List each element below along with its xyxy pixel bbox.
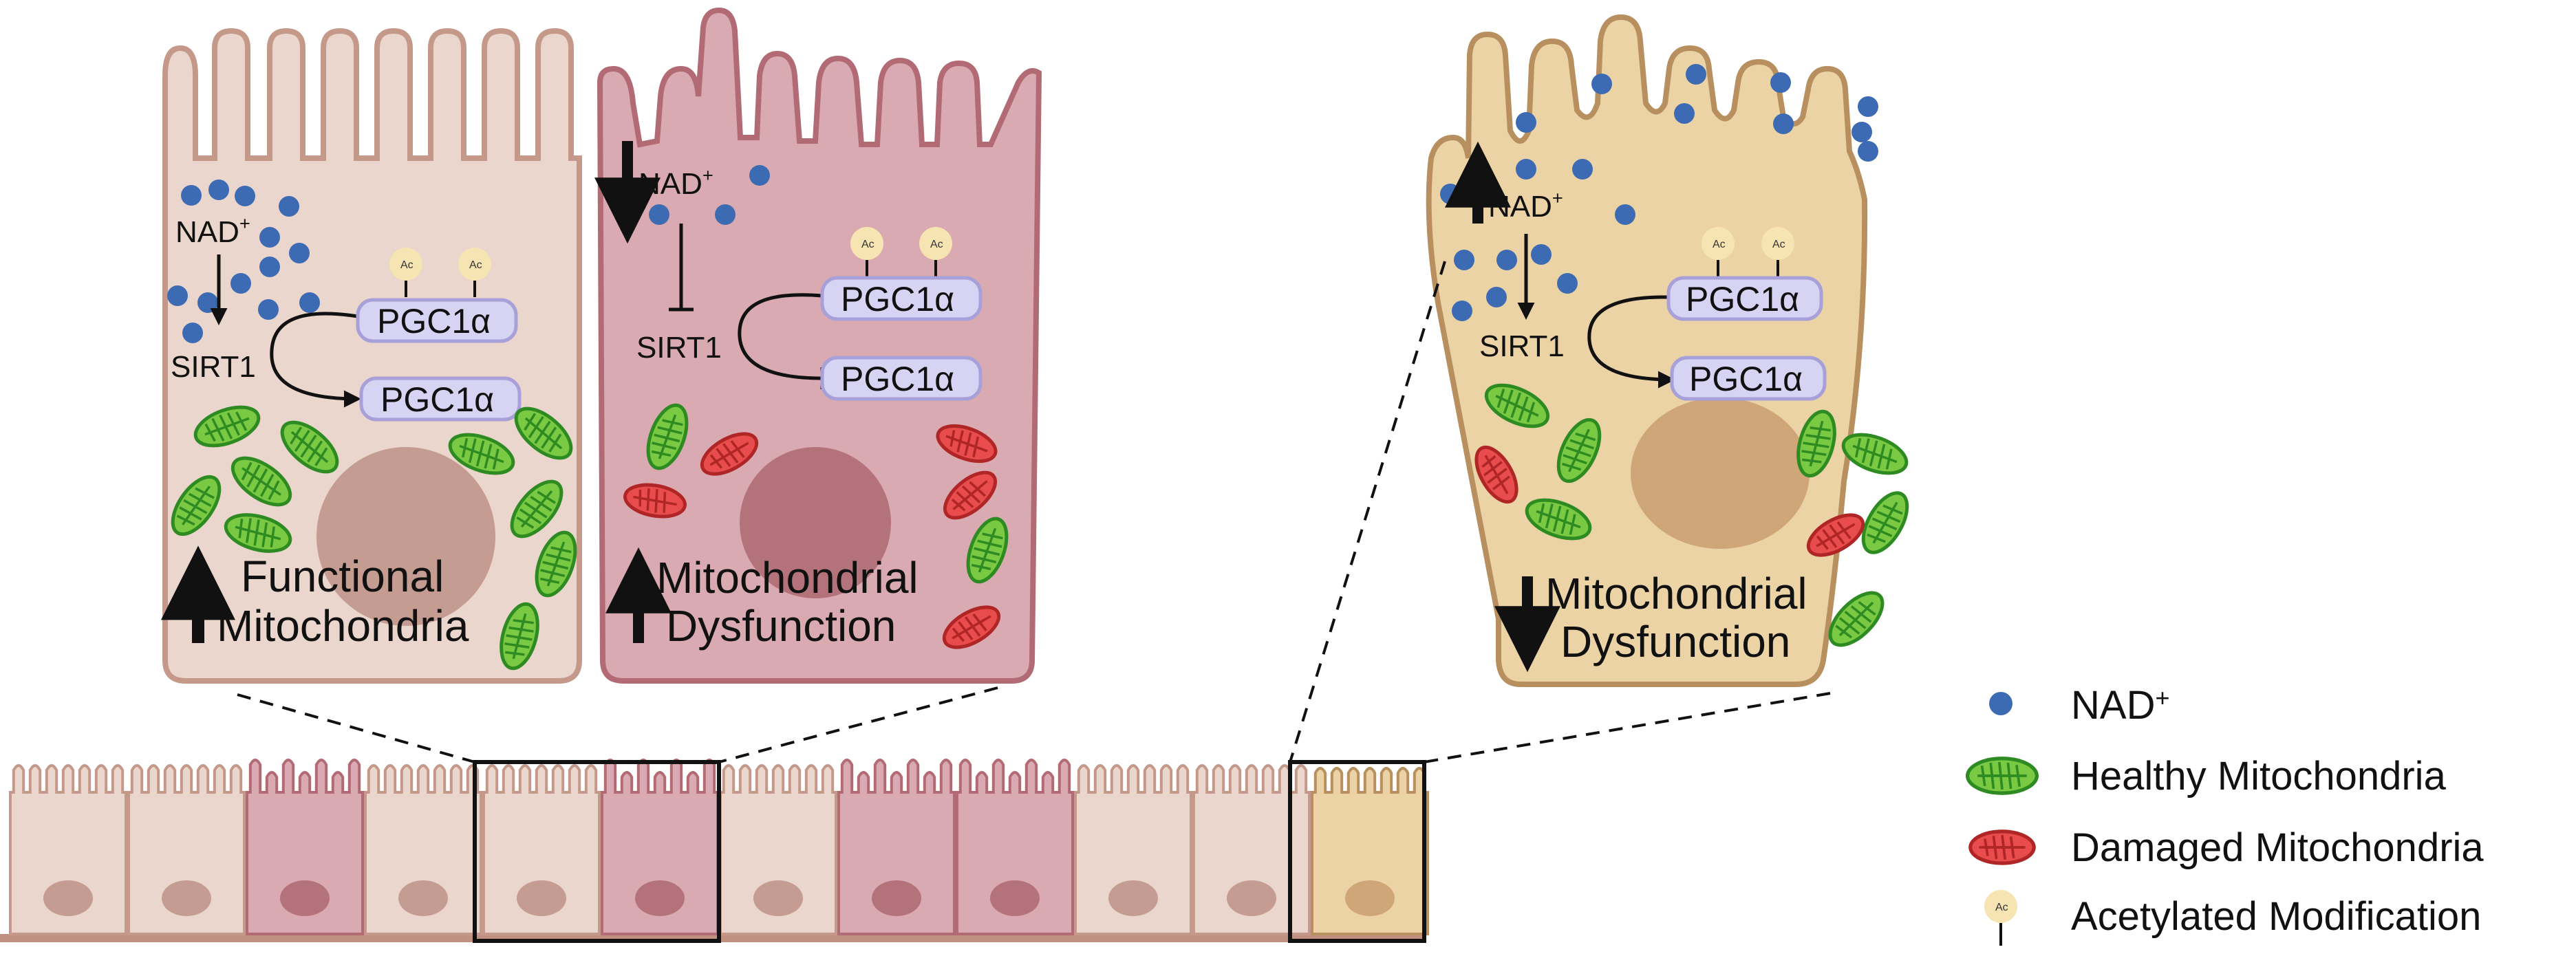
ac-icon xyxy=(458,248,491,281)
deacetylation-arrow xyxy=(270,312,361,408)
epithelial-cell xyxy=(837,759,956,935)
zoom-box-healthy-disease xyxy=(473,760,721,943)
epithelial-cell xyxy=(1074,764,1192,935)
legend-damaged-label: Damaged Mitochondria xyxy=(2071,825,2484,870)
outcome-line1: Mitochondrial xyxy=(656,553,919,602)
legend-nad-icon xyxy=(1989,692,2012,715)
epithelial-cell xyxy=(1311,767,1429,935)
nad-label: NAD+ xyxy=(638,164,713,201)
pgc1a-deacetylated-label: PGC1α xyxy=(380,380,494,419)
epithelial-cell xyxy=(601,759,719,935)
blocked-deacetylation-line xyxy=(738,293,823,380)
ac-icon xyxy=(919,227,952,260)
sirt-label: SIRT1 xyxy=(636,331,722,365)
sirt-label: SIRT1 xyxy=(1479,329,1565,363)
cell-nucleus xyxy=(398,880,448,916)
ac-text: Ac xyxy=(469,259,482,271)
nad-label: NAD+ xyxy=(1488,187,1563,224)
outcome-line1: Mitochondrial xyxy=(1545,569,1807,618)
epithelial-cell xyxy=(364,764,482,935)
ac-icon xyxy=(850,227,883,260)
sirt-label: SIRT1 xyxy=(171,350,256,384)
outcome-line1: Functional xyxy=(241,552,444,601)
healthy-cell-panel: NAD+ SIRT1 Ac Ac PGC1α PGC1α Functional xyxy=(161,28,583,684)
epithelial-cell xyxy=(246,759,364,935)
legend-healthy-label: Healthy Mitochondria xyxy=(2071,754,2447,799)
legend-healthy-icon xyxy=(1968,759,2037,793)
legend: NAD+ Healthy Mitochondria Damaged Mitoch… xyxy=(1968,683,2484,946)
nad-dots xyxy=(1440,64,1878,321)
pgc1a-unchanged-box xyxy=(820,356,983,401)
basement-membrane xyxy=(0,934,1424,942)
nucleus xyxy=(1631,398,1810,549)
nad-dots xyxy=(167,180,320,343)
nucleus xyxy=(740,447,891,598)
ac-text: Ac xyxy=(400,259,414,271)
legend-damaged-icon xyxy=(1971,832,2034,863)
nucleus xyxy=(316,447,495,626)
epithelial-cell xyxy=(482,764,601,935)
pgc1a-deacetylated-label: PGC1α xyxy=(1689,360,1803,398)
zoom-box-treated xyxy=(1288,760,1426,943)
cell-nucleus xyxy=(43,880,93,916)
legend-acetyl-icon xyxy=(1984,890,2017,923)
cell-nucleus xyxy=(1108,880,1158,916)
nad-dots xyxy=(649,165,770,225)
ac-text: Ac xyxy=(1772,239,1785,250)
cell-nucleus xyxy=(872,880,921,916)
cell-nucleus xyxy=(753,880,803,916)
cell-nucleus xyxy=(1345,880,1395,916)
zoom-lines xyxy=(237,261,1831,763)
cell-nucleus xyxy=(162,880,211,916)
epithelial-cell xyxy=(719,764,837,935)
treated-cell-panel: NAD+ SIRT1 Ac Ac PGC1α PGC1α Mitochondri… xyxy=(1426,14,1916,687)
diseased-cell-body xyxy=(597,7,1042,684)
epithelium-strip xyxy=(0,759,1429,942)
ac-icon xyxy=(1761,227,1794,260)
outcome-line2: Dysfunction xyxy=(1560,617,1790,666)
cell-nucleus xyxy=(517,880,566,916)
cell-nucleus xyxy=(280,880,330,916)
cell-nucleus xyxy=(1227,880,1276,916)
pgc1a-acetylated-box xyxy=(356,298,518,343)
ac-icon xyxy=(1702,227,1735,260)
pgc1a-acetylated-box xyxy=(1666,276,1823,321)
pgc1a-unchanged-label: PGC1α xyxy=(841,360,954,398)
outcome-line2: Mitochondria xyxy=(217,601,469,651)
ac-icon xyxy=(389,248,422,281)
pgc1a-deacetylated-box xyxy=(359,376,522,422)
epithelial-cell xyxy=(956,759,1074,935)
legend-acetyl-label: Acetylated Modification xyxy=(2071,894,2481,939)
pgc1a-deacetylated-box xyxy=(1670,356,1827,401)
legend-ac-text: Ac xyxy=(1995,902,2008,913)
pgc1a-acetylated-label: PGC1α xyxy=(377,302,491,340)
ac-text: Ac xyxy=(861,239,874,250)
outcome-line2: Dysfunction xyxy=(666,601,896,651)
cell-nucleus xyxy=(635,880,685,916)
nad-label: NAD+ xyxy=(175,213,250,249)
pgc1a-acetylated-label: PGC1α xyxy=(1686,280,1799,318)
pgc1a-acetylated-box xyxy=(820,276,983,321)
epithelial-cell xyxy=(127,764,246,935)
diseased-cell-panel: NAD+ SIRT1 Ac Ac PGC1α PGC1α Mitochondri… xyxy=(594,7,1042,684)
legend-nad-label: NAD+ xyxy=(2071,683,2169,728)
epithelial-cell xyxy=(9,764,127,935)
ac-text: Ac xyxy=(1713,239,1726,250)
deacetylation-arrow xyxy=(1587,295,1675,389)
pgc1a-acetylated-label: PGC1α xyxy=(841,280,954,318)
cell-nucleus xyxy=(990,880,1040,916)
ac-text: Ac xyxy=(930,239,943,250)
